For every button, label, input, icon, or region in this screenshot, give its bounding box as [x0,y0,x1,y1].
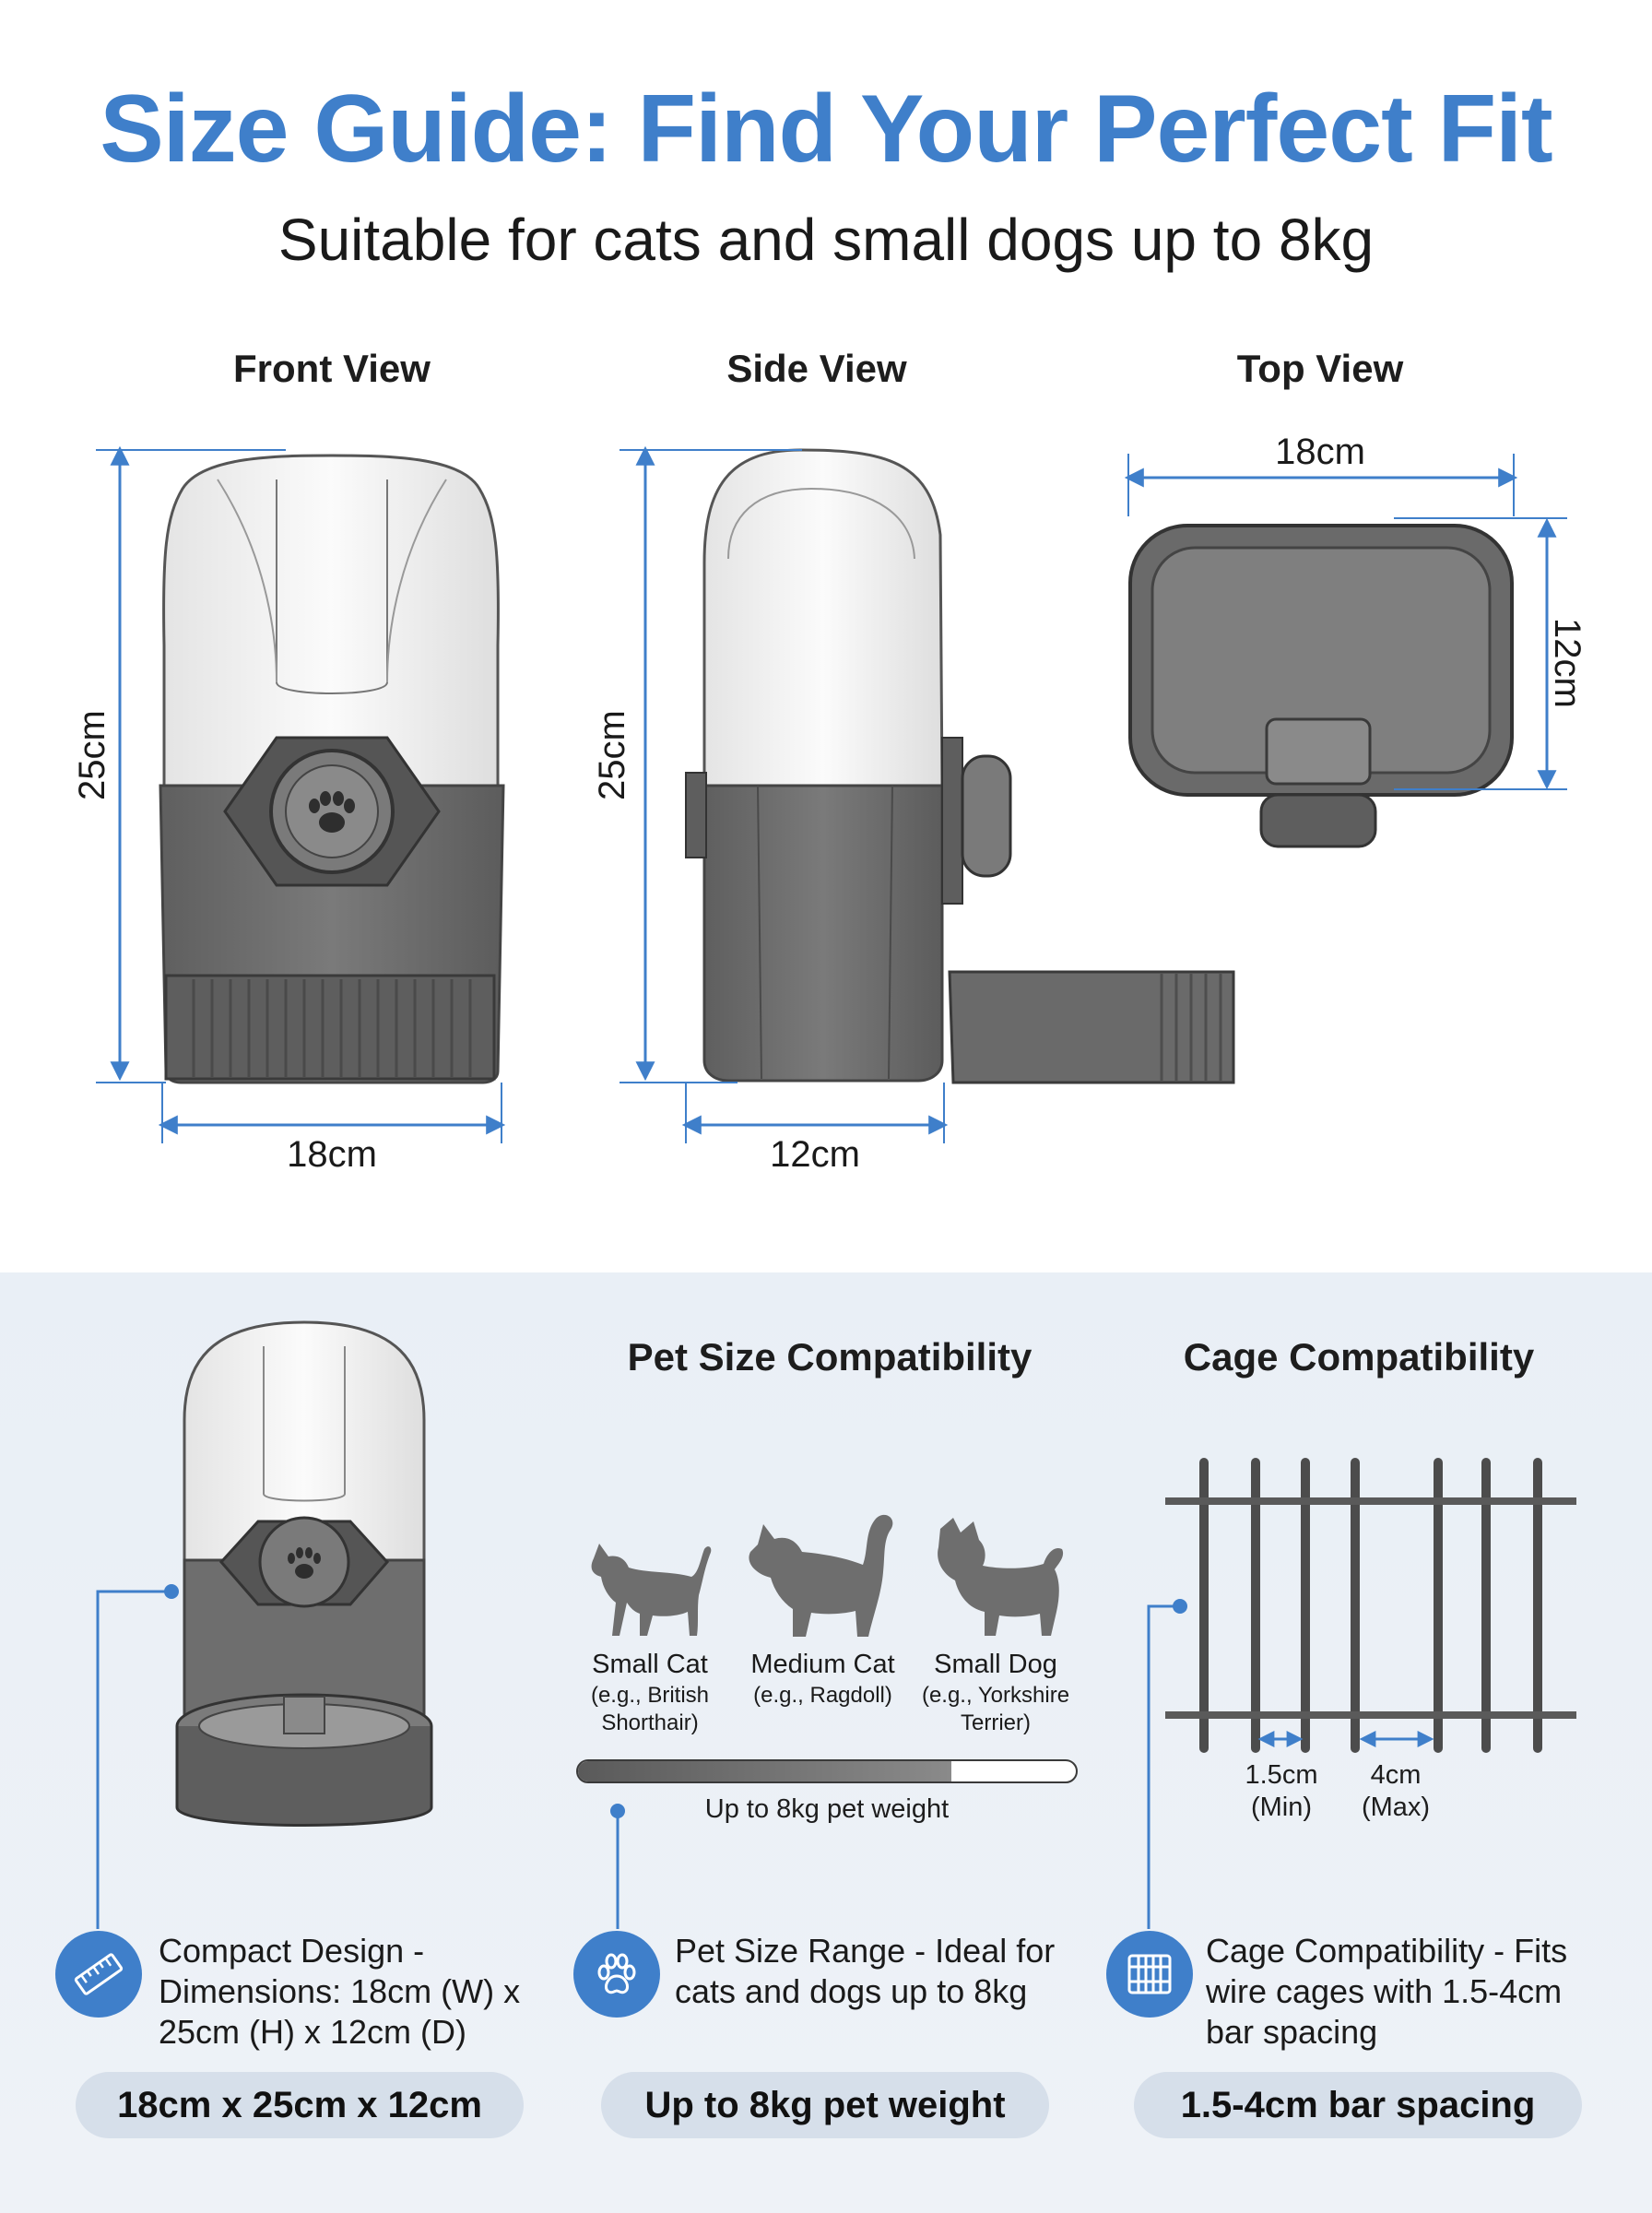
page-subtitle: Suitable for cats and small dogs up to 8… [277,207,1375,273]
front-view-drawing [96,445,506,1143]
product-diagrams [96,445,1567,1143]
weight-pill: Up to 8kg pet weight [601,2072,1049,2138]
cat-silhouette-icon [591,1544,712,1636]
top-depth-dim: 12cm [1547,618,1587,708]
front-view-label: Front View [233,347,431,390]
side-view-drawing [620,445,1235,1143]
max-spacing-value: 4cm [1370,1760,1422,1790]
max-spacing-label: (Max) [1361,1792,1431,1822]
pet-name-medium-cat: Medium Cat [750,1650,895,1679]
page-title: Size Guide: Find Your Perfect Fit [100,76,1552,183]
paw-icon [573,1931,660,2018]
cage-compatibility-heading: Cage Compatibility [1183,1335,1535,1379]
dimensions-pill: 18cm x 25cm x 12cm [76,2072,524,2138]
side-depth-dim: 12cm [770,1134,860,1175]
feature-text-cage-compatibility: Cage Compatibility - Fits wire cages wit… [1206,1932,1568,2051]
top-width-dim: 18cm [1275,432,1365,472]
pet-example-small-dog: (e.g., Yorkshire Terrier) [921,1683,1070,1735]
pet-name-small-dog: Small Dog [934,1650,1057,1679]
fluffy-cat-silhouette-icon [749,1514,893,1637]
front-height-dim: 25cm [72,710,112,800]
side-height-dim: 25cm [592,710,632,800]
feature-text-compact-design: Compact Design - Dimensions: 18cm (W) x … [159,1932,521,2051]
weight-progress-fill [578,1761,951,1781]
min-spacing-value: 1.5cm [1245,1760,1318,1790]
pet-example-small-cat: (e.g., British Shorthair) [590,1683,710,1735]
ruler-icon [55,1931,142,2018]
top-view-drawing [1124,454,1567,848]
product-image [175,1320,433,1827]
connector-lines [96,1584,1187,1929]
weight-progress-bar [576,1759,1078,1783]
min-spacing-label: (Min) [1250,1792,1313,1822]
pet-example-medium-cat: (e.g., Ragdoll) [753,1683,892,1708]
front-width-dim: 18cm [287,1134,377,1175]
weight-caption: Up to 8kg pet weight [704,1794,950,1824]
bar-spacing-pill: 1.5-4cm bar spacing [1134,2072,1582,2138]
side-view-label: Side View [726,347,907,390]
cage-bars-illustration [1165,1458,1576,1753]
pet-name-small-cat: Small Cat [592,1650,708,1679]
pet-compatibility-heading: Pet Size Compatibility [627,1335,1032,1379]
top-view-label: Top View [1236,347,1404,390]
cage-icon [1106,1931,1193,2018]
dog-silhouette-icon [938,1518,1064,1636]
feature-text-pet-size-range: Pet Size Range - Ideal for cats and dogs… [675,1932,1056,2010]
